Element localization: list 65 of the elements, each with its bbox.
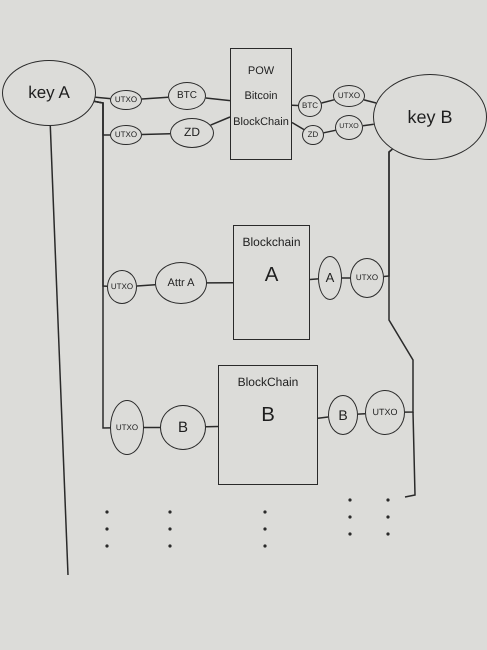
node-label: ZD bbox=[308, 130, 318, 140]
ellipse-node bbox=[298, 95, 322, 117]
connector-line bbox=[292, 104, 298, 106]
node-label: BlockChain bbox=[238, 376, 298, 390]
connector-line bbox=[310, 278, 318, 280]
ellipse-node bbox=[328, 395, 358, 435]
connector-line bbox=[96, 96, 110, 100]
connector-line bbox=[388, 148, 414, 413]
ellipse-node bbox=[335, 115, 363, 140]
ellipse-node bbox=[107, 270, 137, 304]
ellipse-node bbox=[110, 90, 142, 110]
connector-line bbox=[144, 426, 160, 428]
node-label: UTXO bbox=[114, 95, 138, 105]
ellipse-node bbox=[350, 258, 384, 298]
connector-line bbox=[362, 124, 374, 126]
ellipse-node bbox=[110, 125, 142, 145]
node-label: POW Bitcoin BlockChain bbox=[233, 64, 289, 130]
node-label: Attr A bbox=[168, 276, 194, 290]
connector-line bbox=[206, 97, 230, 102]
ellipse-node bbox=[333, 85, 365, 107]
ellipse-node bbox=[170, 118, 214, 148]
connector-line bbox=[342, 277, 350, 279]
node-label: UTXO bbox=[110, 282, 134, 292]
node-label: BTC bbox=[177, 90, 197, 102]
node-label: ZD bbox=[184, 126, 200, 140]
ellipse-node bbox=[365, 390, 405, 435]
node-label: B bbox=[261, 404, 275, 428]
ellipse-node bbox=[168, 82, 206, 110]
connector-line bbox=[364, 99, 376, 104]
connector-line bbox=[321, 99, 334, 104]
connector-line bbox=[142, 132, 170, 136]
connector-line bbox=[358, 412, 366, 415]
node-label: A bbox=[264, 264, 278, 288]
connector-line bbox=[50, 126, 69, 576]
node-label: Blockchain bbox=[242, 236, 301, 250]
ellipse-node bbox=[318, 256, 342, 300]
node-label: UTXO bbox=[114, 130, 138, 140]
ellipse-node bbox=[373, 74, 487, 160]
connector-line bbox=[206, 426, 218, 428]
node-label: key B bbox=[407, 106, 453, 128]
connector-line bbox=[210, 116, 230, 126]
ellipse-node bbox=[2, 60, 96, 126]
connector-line bbox=[318, 416, 328, 420]
ellipse-node bbox=[302, 125, 324, 145]
connector-line bbox=[324, 130, 336, 134]
connector-line bbox=[292, 122, 304, 130]
ellipse-node bbox=[155, 262, 207, 304]
connector-line bbox=[94, 100, 110, 429]
blockchain-box bbox=[230, 48, 292, 160]
connector-line bbox=[207, 282, 233, 284]
connector-line bbox=[142, 96, 168, 100]
node-label: UTXO bbox=[356, 273, 378, 283]
node-label: A bbox=[326, 270, 334, 286]
blockchain-box bbox=[233, 225, 310, 340]
node-label: BTC bbox=[302, 101, 318, 111]
node-label: UTXO bbox=[116, 422, 138, 432]
node-label: B bbox=[178, 418, 188, 436]
node-label: UTXO bbox=[372, 407, 398, 418]
node-label: UTXO bbox=[338, 91, 360, 101]
connector-line bbox=[136, 284, 156, 287]
blockchain-box bbox=[218, 365, 318, 485]
ellipse-node bbox=[110, 400, 144, 455]
node-label: key A bbox=[28, 83, 70, 103]
node-label: B bbox=[338, 406, 348, 424]
ellipse-node bbox=[160, 405, 206, 450]
